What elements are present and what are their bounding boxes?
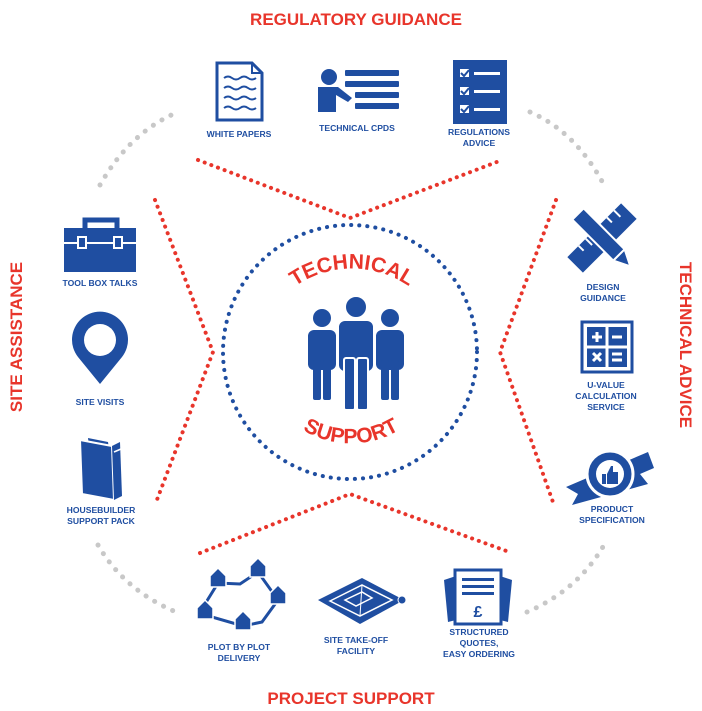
svg-text:QUOTES,: QUOTES, <box>460 638 499 648</box>
svg-text:WHITE PAPERS: WHITE PAPERS <box>207 129 272 139</box>
label-tool-box-talks: TOOL BOX TALKS <box>63 278 138 288</box>
svg-text:REGULATIONS: REGULATIONS <box>448 127 510 137</box>
label-site-take-off: SITE TAKE-OFF FACILITY <box>324 635 388 656</box>
calculator-icon <box>580 320 634 374</box>
people-group-icon <box>308 295 404 411</box>
label-regulations-advice: REGULATIONS ADVICE <box>448 127 510 148</box>
blueprint-icon <box>318 578 407 624</box>
svg-text:ADVICE: ADVICE <box>463 138 496 148</box>
label-structured-quotes: STRUCTURED QUOTES, EASY ORDERING <box>443 627 515 659</box>
award-badge-icon <box>566 449 654 505</box>
svg-text:GUIDANCE: GUIDANCE <box>580 293 626 303</box>
svg-text:PLOT BY PLOT: PLOT BY PLOT <box>208 642 271 652</box>
label-technical-cpds: TECHNICAL CPDS <box>319 123 395 133</box>
svg-text:PRODUCT: PRODUCT <box>591 504 634 514</box>
divider-left <box>153 198 216 507</box>
label-plot-by-plot: PLOT BY PLOT DELIVERY <box>208 642 271 663</box>
svg-text:HOUSEBUILDER: HOUSEBUILDER <box>67 505 137 515</box>
checklist-icon <box>453 60 507 124</box>
red-dotted-divider <box>153 158 558 555</box>
label-site-visits: SITE VISITS <box>76 397 125 407</box>
svg-text:U-VALUE: U-VALUE <box>587 380 625 390</box>
divider-top <box>196 158 504 221</box>
center-text-technical: TECHNICAL <box>286 250 419 290</box>
label-product-specification: PRODUCT SPECIFICATION <box>579 504 645 525</box>
center-dotted-circle <box>221 223 479 481</box>
svg-text:SPECIFICATION: SPECIFICATION <box>579 515 645 525</box>
svg-text:EASY ORDERING: EASY ORDERING <box>443 649 515 659</box>
pencil-ruler-icon <box>567 203 637 273</box>
title-project-support: PROJECT SUPPORT <box>267 689 435 708</box>
toolbox-icon <box>64 217 136 272</box>
svg-text:£: £ <box>474 604 483 621</box>
svg-text:CALCULATION: CALCULATION <box>575 391 636 401</box>
grey-arc-top-right <box>527 109 607 188</box>
svg-text:TECHNICAL CPDS: TECHNICAL CPDS <box>319 123 395 133</box>
svg-text:SERVICE: SERVICE <box>587 402 625 412</box>
title-site-assistance: SITE ASSISTANCE <box>7 262 26 412</box>
label-white-papers: WHITE PAPERS <box>207 129 272 139</box>
presenter-icon <box>318 69 399 112</box>
center-text-support: SUPPORT <box>300 414 402 448</box>
svg-text:DESIGN: DESIGN <box>587 282 620 292</box>
svg-text:SITE TAKE-OFF: SITE TAKE-OFF <box>324 635 388 645</box>
divider-bottom <box>198 491 514 555</box>
title-technical-advice: TECHNICAL ADVICE <box>676 262 695 428</box>
label-housebuilder: HOUSEBUILDER SUPPORT PACK <box>67 505 137 526</box>
grey-arc-bottom-left <box>95 542 179 615</box>
svg-text:STRUCTURED: STRUCTURED <box>449 627 508 637</box>
title-regulatory-guidance: REGULATORY GUIDANCE <box>250 10 462 29</box>
label-u-value: U-VALUE CALCULATION SERVICE <box>575 380 636 412</box>
svg-text:FACILITY: FACILITY <box>337 646 375 656</box>
map-pin-icon <box>72 311 129 384</box>
svg-text:TOOL BOX TALKS: TOOL BOX TALKS <box>63 278 138 288</box>
document-icon <box>215 61 264 122</box>
outer-grey-arcs <box>95 109 607 615</box>
label-design-guidance: DESIGN GUIDANCE <box>580 282 626 303</box>
grey-arc-bottom-right <box>524 542 607 615</box>
svg-text:SITE VISITS: SITE VISITS <box>76 397 125 407</box>
svg-text:DELIVERY: DELIVERY <box>218 653 261 663</box>
houses-network-icon <box>196 556 287 631</box>
grey-arc-top-left <box>97 109 181 188</box>
svg-text:SUPPORT PACK: SUPPORT PACK <box>67 516 135 526</box>
divider-right <box>497 198 558 507</box>
quote-document-icon: £ <box>444 568 512 626</box>
folder-icon <box>78 438 122 502</box>
